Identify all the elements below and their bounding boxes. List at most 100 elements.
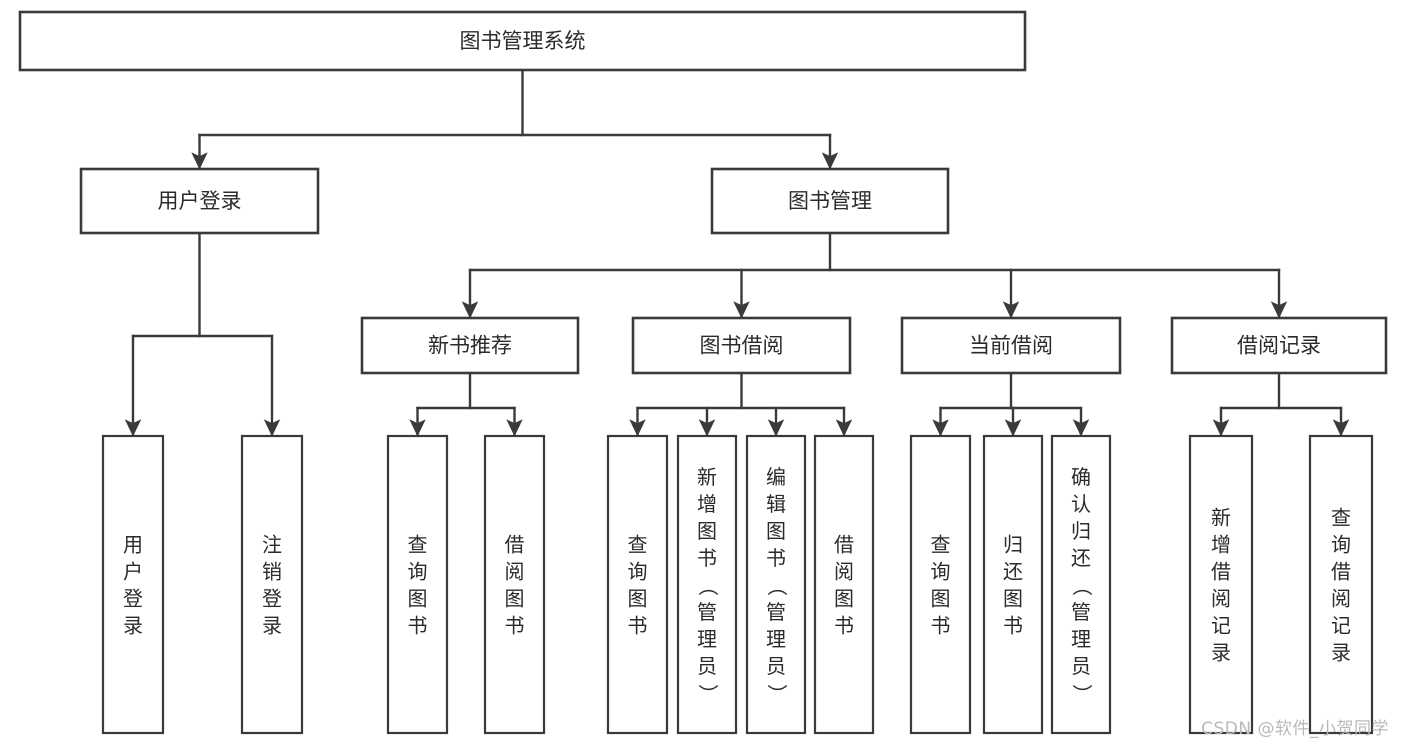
node-borrow-record[interactable]: 借阅记录 bbox=[1170, 316, 1388, 375]
node-box bbox=[101, 434, 165, 735]
node-label-char: 员 bbox=[1071, 654, 1091, 678]
node-box bbox=[1308, 434, 1374, 735]
node-label-char: 销 bbox=[262, 560, 282, 584]
node-label-char: 管 bbox=[766, 600, 786, 624]
node-label: 图书管理系统 bbox=[460, 29, 586, 53]
node-label: 图书借阅 bbox=[700, 334, 784, 358]
node-label-char: 书 bbox=[931, 614, 951, 638]
node-label-char: 借 bbox=[1331, 560, 1351, 584]
node-label-char: 借 bbox=[1211, 560, 1231, 584]
node-label-char: 增 bbox=[697, 492, 717, 516]
node-box bbox=[631, 316, 852, 375]
node-leaf-user-login[interactable]: 用户登录 bbox=[101, 434, 165, 735]
node-book-borrow[interactable]: 图书借阅 bbox=[631, 316, 852, 375]
node-box bbox=[360, 316, 580, 375]
node-label-char: 图 bbox=[408, 587, 428, 611]
node-label-char: 员 bbox=[697, 654, 717, 678]
node-label-char: 查 bbox=[931, 533, 951, 557]
node-box bbox=[745, 434, 807, 735]
node-label: 用户登录 bbox=[158, 189, 242, 213]
node-label-char: 图 bbox=[697, 519, 717, 543]
node-label-char: 书 bbox=[408, 614, 428, 638]
node-label-char: 登 bbox=[262, 587, 282, 611]
node-label-char: 理 bbox=[697, 627, 717, 651]
node-label-char: 图 bbox=[834, 587, 854, 611]
node-label-char: 查 bbox=[408, 533, 428, 557]
node-new-book-rec[interactable]: 新书推荐 bbox=[360, 316, 580, 375]
node-label-char: 阅 bbox=[1331, 587, 1351, 611]
node-box bbox=[606, 434, 669, 735]
node-box bbox=[18, 10, 1027, 72]
node-label-char: 查 bbox=[628, 533, 648, 557]
node-label-char: 录 bbox=[1211, 641, 1231, 665]
node-label-char: 图 bbox=[505, 587, 525, 611]
node-label-char: 增 bbox=[1211, 533, 1231, 557]
node-label-char: 记 bbox=[1331, 614, 1351, 638]
node-box bbox=[79, 167, 320, 235]
node-label-char: 询 bbox=[1331, 533, 1351, 557]
node-box bbox=[982, 434, 1044, 735]
node-label-char: 注 bbox=[262, 533, 282, 557]
node-user-login[interactable]: 用户登录 bbox=[79, 167, 320, 235]
node-label-char: 理 bbox=[766, 627, 786, 651]
node-label-char: 管 bbox=[1071, 600, 1091, 624]
node-box bbox=[1170, 316, 1388, 375]
node-label-char: 用 bbox=[123, 533, 143, 557]
node-label-char: 书 bbox=[834, 614, 854, 638]
node-label-char: 确 bbox=[1071, 465, 1091, 489]
node-label-char: 录 bbox=[262, 614, 282, 638]
node-label-char: 书 bbox=[697, 546, 717, 570]
node-label-char: 阅 bbox=[505, 560, 525, 584]
node-label: 新书推荐 bbox=[428, 334, 512, 358]
node-label-char: 阅 bbox=[1211, 587, 1231, 611]
node-label-char: 还 bbox=[1071, 546, 1091, 570]
node-box bbox=[909, 434, 972, 735]
node-label-char: 记 bbox=[1211, 614, 1231, 638]
node-label-char: 图 bbox=[628, 587, 648, 611]
node-label-char: 员 bbox=[766, 654, 786, 678]
node-label-char: 询 bbox=[408, 560, 428, 584]
node-label-char: 还 bbox=[1003, 560, 1023, 584]
node-label-char: 新 bbox=[1211, 506, 1231, 530]
node-layer: 图书管理系统用户登录图书管理新书推荐图书借阅当前借阅借阅记录用户登录注销登录查询… bbox=[18, 10, 1388, 735]
node-box bbox=[386, 434, 449, 735]
node-label-char: 借 bbox=[834, 533, 854, 557]
node-box bbox=[676, 434, 738, 735]
node-label-char: 登 bbox=[123, 587, 143, 611]
node-label-char: 阅 bbox=[834, 560, 854, 584]
node-label-char: 图 bbox=[766, 519, 786, 543]
node-box bbox=[900, 316, 1122, 375]
node-label-char: 辑 bbox=[766, 492, 786, 516]
node-box bbox=[483, 434, 546, 735]
node-label-char: 借 bbox=[505, 533, 525, 557]
node-label-char: 书 bbox=[505, 614, 525, 638]
node-label-char: 管 bbox=[697, 600, 717, 624]
node-book-manage[interactable]: 图书管理 bbox=[710, 167, 950, 235]
node-label-char: 图 bbox=[1003, 587, 1023, 611]
node-current-borrow[interactable]: 当前借阅 bbox=[900, 316, 1122, 375]
node-label-char: （ bbox=[765, 576, 789, 596]
node-root[interactable]: 图书管理系统 bbox=[18, 10, 1027, 72]
node-label-char: 书 bbox=[628, 614, 648, 638]
node-label-char: 理 bbox=[1071, 627, 1091, 651]
watermark-label: CSDN @软件_小贺同学 bbox=[1201, 719, 1389, 739]
node-label-char: ） bbox=[765, 684, 789, 704]
node-box bbox=[813, 434, 875, 735]
node-label: 当前借阅 bbox=[969, 334, 1053, 358]
node-label-char: 书 bbox=[1003, 614, 1023, 638]
node-label-char: 编 bbox=[766, 465, 786, 489]
node-label-char: ） bbox=[696, 684, 720, 704]
